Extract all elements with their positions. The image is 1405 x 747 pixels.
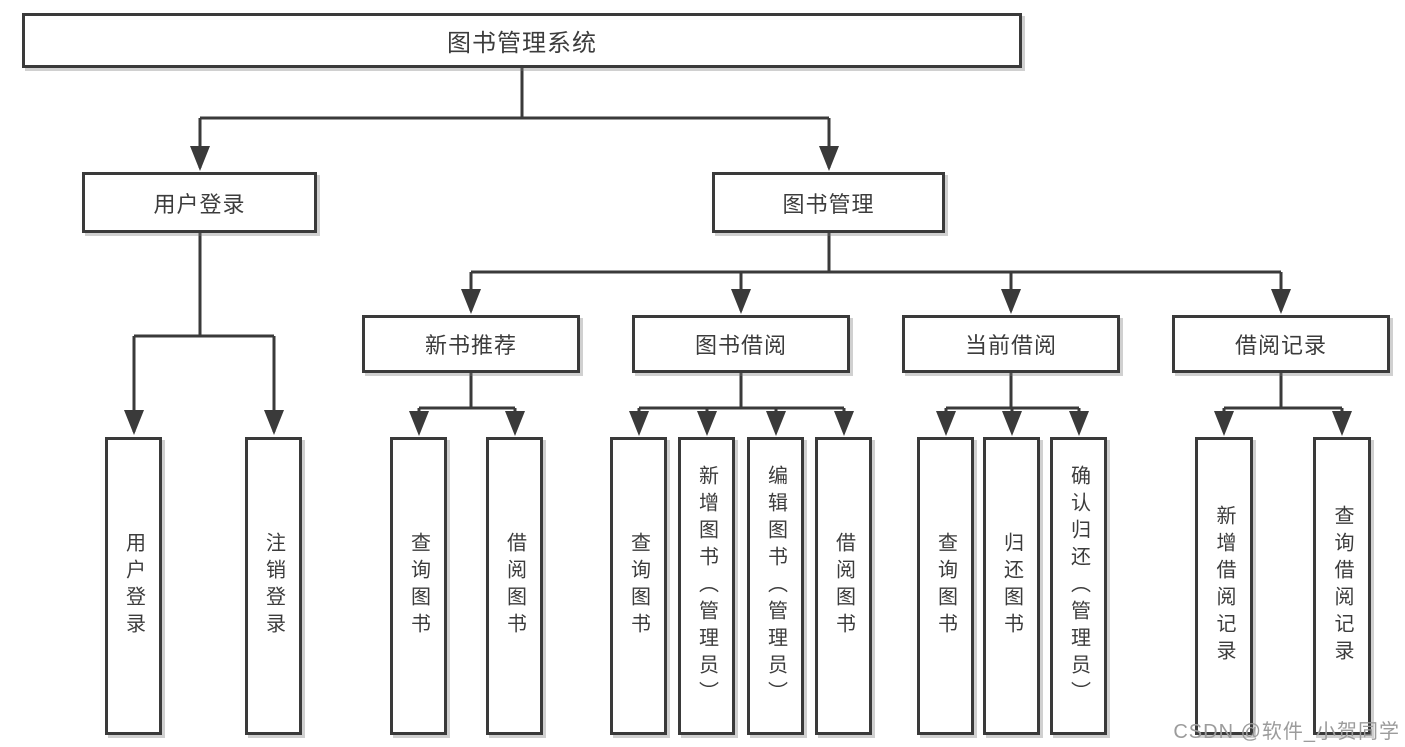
leaf-borrowing-borrow-books-label: 借阅图书 (832, 532, 855, 640)
leaf-user-login-label: 用户登录 (122, 532, 145, 640)
leaf-borrowing-borrow-books: 借阅图书 (815, 437, 872, 735)
leaf-newbooks-query-books: 查询图书 (390, 437, 447, 735)
node-borrowing-records: 借阅记录 (1172, 315, 1390, 373)
leaf-current-query-books-label: 查询图书 (934, 532, 957, 640)
csdn-watermark: CSDN @软件_小贺同学 (1173, 721, 1400, 743)
leaf-borrowing-query-books: 查询图书 (610, 437, 667, 735)
leaf-newbooks-borrow-books: 借阅图书 (486, 437, 543, 735)
node-user-login: 用户登录 (82, 172, 317, 233)
leaf-borrowing-add-books-admin: 新增图书（管理员） (678, 437, 735, 735)
node-current-borrowing: 当前借阅 (902, 315, 1120, 373)
node-book-management: 图书管理 (712, 172, 945, 233)
leaf-newbooks-query-books-label: 查询图书 (407, 532, 430, 640)
node-new-book-recommendation-label: 新书推荐 (424, 333, 517, 358)
leaf-borrowing-edit-books-admin: 编辑图书（管理员） (747, 437, 804, 735)
leaf-current-confirm-return-admin: 确认归还（管理员） (1050, 437, 1107, 735)
leaf-current-return-books: 归还图书 (983, 437, 1040, 735)
leaf-current-return-books-label: 归还图书 (1000, 532, 1023, 640)
node-user-login-label: 用户登录 (153, 191, 246, 217)
leaf-current-query-books: 查询图书 (917, 437, 974, 735)
leaf-user-login: 用户登录 (105, 437, 162, 735)
node-current-borrowing-label: 当前借阅 (964, 333, 1057, 358)
leaf-borrowing-query-books-label: 查询图书 (627, 532, 650, 640)
leaf-records-add-record-label: 新增借阅记录 (1213, 505, 1235, 667)
leaf-logout-label: 注销登录 (262, 532, 285, 640)
node-book-management-label: 图书管理 (782, 191, 875, 217)
leaf-newbooks-borrow-books-label: 借阅图书 (503, 532, 526, 640)
leaf-records-query-record-label: 查询借阅记录 (1331, 505, 1353, 667)
leaf-current-confirm-return-admin-label: 确认归还（管理员） (1067, 464, 1090, 708)
leaf-borrowing-edit-books-admin-label: 编辑图书（管理员） (764, 464, 787, 708)
leaf-records-add-record: 新增借阅记录 (1195, 437, 1253, 735)
node-borrowing-records-label: 借阅记录 (1234, 333, 1327, 358)
node-new-book-recommendation: 新书推荐 (362, 315, 580, 373)
node-root-label: 图书管理系统 (447, 30, 597, 57)
node-book-borrowing: 图书借阅 (632, 315, 850, 373)
node-root: 图书管理系统 (22, 13, 1022, 68)
node-book-borrowing-label: 图书借阅 (694, 333, 787, 358)
leaf-borrowing-add-books-admin-label: 新增图书（管理员） (695, 464, 718, 708)
leaf-records-query-record: 查询借阅记录 (1313, 437, 1371, 735)
leaf-logout: 注销登录 (245, 437, 302, 735)
